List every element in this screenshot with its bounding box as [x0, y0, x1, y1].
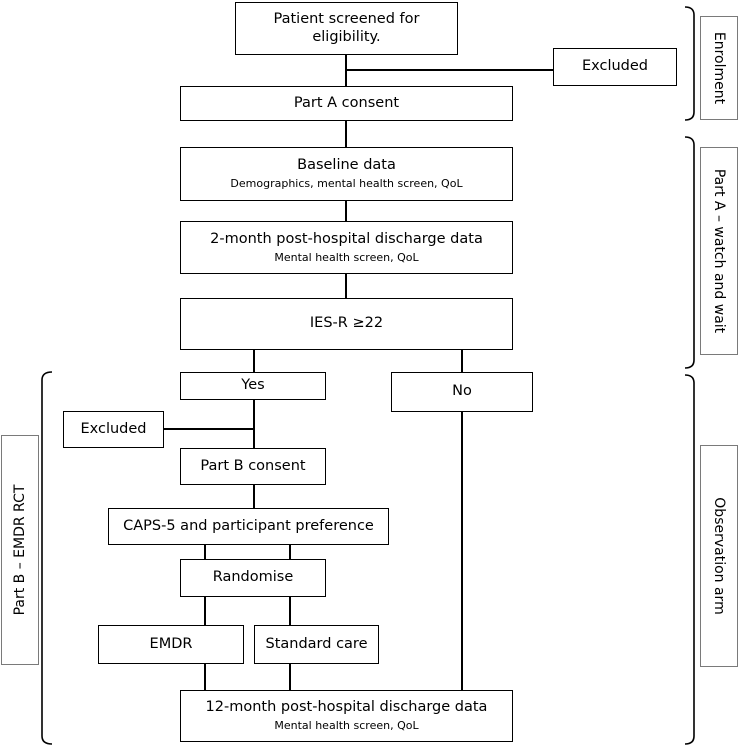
bracket-part-b	[41, 371, 53, 745]
phase-enrolment: Enrolment	[700, 16, 738, 120]
baseline-title: Baseline data	[297, 157, 396, 174]
standard-care-text: Standard care	[265, 635, 368, 652]
baseline-detail: Demographics, mental health screen, QoL	[230, 177, 463, 191]
part-b-consent-text: Part B consent	[200, 457, 306, 474]
screened-box: Patient screened for eligibility.	[235, 2, 458, 55]
two-month-title: 2-month post-hospital discharge data	[210, 230, 483, 247]
bracket-observation	[684, 374, 695, 745]
twelve-month-box: 12-month post-hospital discharge data Me…	[180, 690, 513, 742]
no-box: No	[391, 372, 533, 412]
phase-part-a: Part A – watch and wait	[700, 147, 738, 355]
baseline-box: Baseline data Demographics, mental healt…	[180, 147, 513, 201]
twelve-month-title: 12-month post-hospital discharge data	[205, 699, 488, 716]
ies-r-text: IES-R ≥22	[309, 315, 384, 332]
phase-part-a-label: Part A – watch and wait	[711, 168, 727, 334]
no-text: No	[452, 383, 472, 400]
emdr-box: EMDR	[98, 625, 244, 664]
bracket-enrolment	[684, 6, 695, 121]
part-a-consent-box: Part A consent	[180, 86, 513, 121]
ies-r-box: IES-R ≥22	[180, 298, 513, 350]
caps5-box: CAPS-5 and participant preference	[108, 508, 389, 545]
phase-enrolment-label: Enrolment	[711, 31, 727, 105]
randomise-box: Randomise	[180, 559, 326, 597]
yes-text: Yes	[241, 377, 265, 394]
excluded-top-text: Excluded	[581, 58, 648, 75]
bracket-part-a	[684, 136, 695, 369]
caps5-text: CAPS-5 and participant preference	[123, 517, 374, 534]
phase-observation: Observation arm	[700, 445, 738, 667]
screened-text: Patient screened for eligibility.	[273, 10, 420, 45]
excluded-mid-text: Excluded	[80, 420, 147, 437]
phase-observation-label: Observation arm	[711, 497, 727, 615]
excluded-top-box: Excluded	[553, 48, 677, 86]
part-b-consent-box: Part B consent	[180, 448, 326, 485]
two-month-box: 2-month post-hospital discharge data Men…	[180, 221, 513, 274]
yes-box: Yes	[180, 372, 326, 400]
phase-part-b: Part B – EMDR RCT	[1, 435, 39, 665]
standard-care-box: Standard care	[254, 625, 379, 664]
emdr-text: EMDR	[149, 635, 193, 652]
randomise-text: Randomise	[212, 569, 294, 586]
excluded-mid-box: Excluded	[63, 411, 164, 448]
two-month-detail: Mental health screen, QoL	[274, 250, 419, 264]
phase-part-b-label: Part B – EMDR RCT	[12, 484, 28, 616]
twelve-month-detail: Mental health screen, QoL	[274, 719, 419, 733]
part-a-consent-text: Part A consent	[293, 94, 400, 111]
